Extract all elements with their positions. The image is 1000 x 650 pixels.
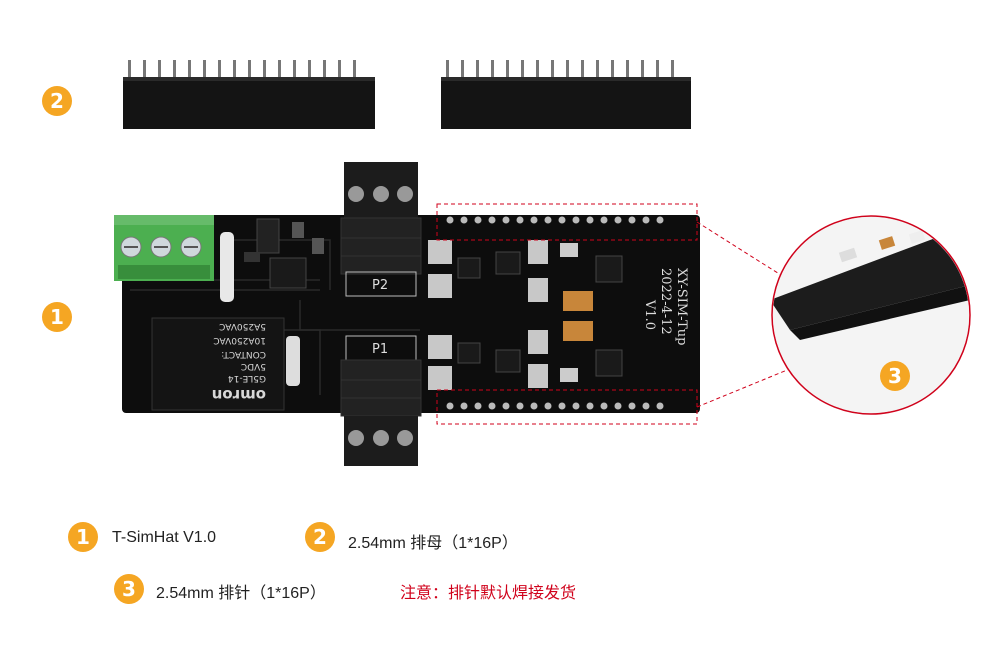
silk-line-2: 2022-4-12 xyxy=(658,268,673,335)
leader-line-top xyxy=(696,221,793,283)
pin-row-bottom xyxy=(446,402,664,410)
legend-item-1: T-SimHat V1.0 xyxy=(112,529,217,546)
label-p1: P1 xyxy=(372,342,388,357)
terminal-screw-1 xyxy=(120,236,142,258)
header-pins-left xyxy=(128,60,356,80)
terminal-screw-3 xyxy=(180,236,202,258)
connector-p1: P1 xyxy=(340,335,422,466)
female-header-left xyxy=(123,60,375,129)
leader-line-bottom xyxy=(696,367,793,408)
zoom-detail-circle xyxy=(771,215,971,415)
legend-marker-3: 3 xyxy=(114,574,144,604)
legend-item-2: 2.54mm 排母（1*16P） xyxy=(348,535,518,552)
connector-p2: P2 xyxy=(340,162,422,297)
highlight-box-top xyxy=(436,203,698,241)
relay-text-5: 10A250VAC xyxy=(213,335,266,345)
legend-marker-1: 1 xyxy=(68,522,98,552)
relay: omron G5LE-14 5VDC CONTACT: 10A250VAC 5A… xyxy=(151,317,285,411)
relay-text-3: 5VDC xyxy=(241,361,266,371)
terminal-screw-2 xyxy=(150,236,172,258)
relay-text-6: 5A250VAC xyxy=(219,321,266,331)
legend-note: 注意：排针默认焊接发货 xyxy=(400,585,577,602)
relay-text-4: CONTACT: xyxy=(221,349,266,359)
header-pins-right xyxy=(446,60,674,80)
relay-text-2: G5LE-14 xyxy=(228,373,266,383)
driver-components xyxy=(428,240,623,390)
legend-item-3: 2.54mm 排针（1*16P） xyxy=(156,585,326,602)
callout-marker-2: 2 xyxy=(42,86,72,116)
callout-marker-1: 1 xyxy=(42,302,72,332)
green-terminal-block xyxy=(114,215,214,281)
legend-marker-2: 2 xyxy=(305,522,335,552)
silkscreen-text: XY-SIM-Tup 2022-4-12 V1.0 xyxy=(642,268,689,345)
callout-marker-3: 3 xyxy=(880,361,910,391)
silk-line-3: V1.0 xyxy=(642,299,657,330)
relay-text-1: omron xyxy=(212,386,266,404)
pin-row-top xyxy=(446,216,664,224)
silk-line-1: XY-SIM-Tup xyxy=(674,268,689,345)
female-header-right xyxy=(441,60,691,129)
label-p2: P2 xyxy=(372,278,388,293)
